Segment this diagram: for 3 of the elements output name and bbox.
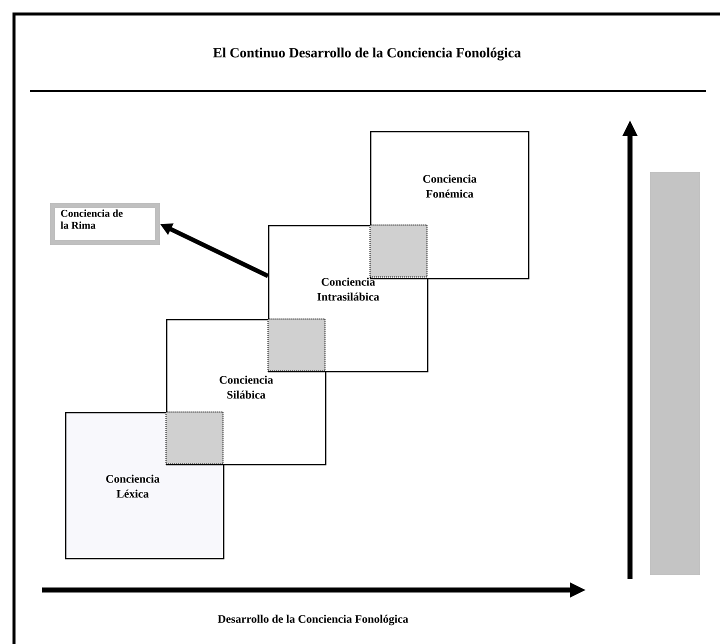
rima-box: Conciencia de la Rima — [50, 203, 160, 245]
axis-label: Desarrollo de la Conciencia Fonológica — [218, 614, 408, 626]
title: El Continuo Desarrollo de la Conciencia Fonológica — [213, 48, 521, 60]
